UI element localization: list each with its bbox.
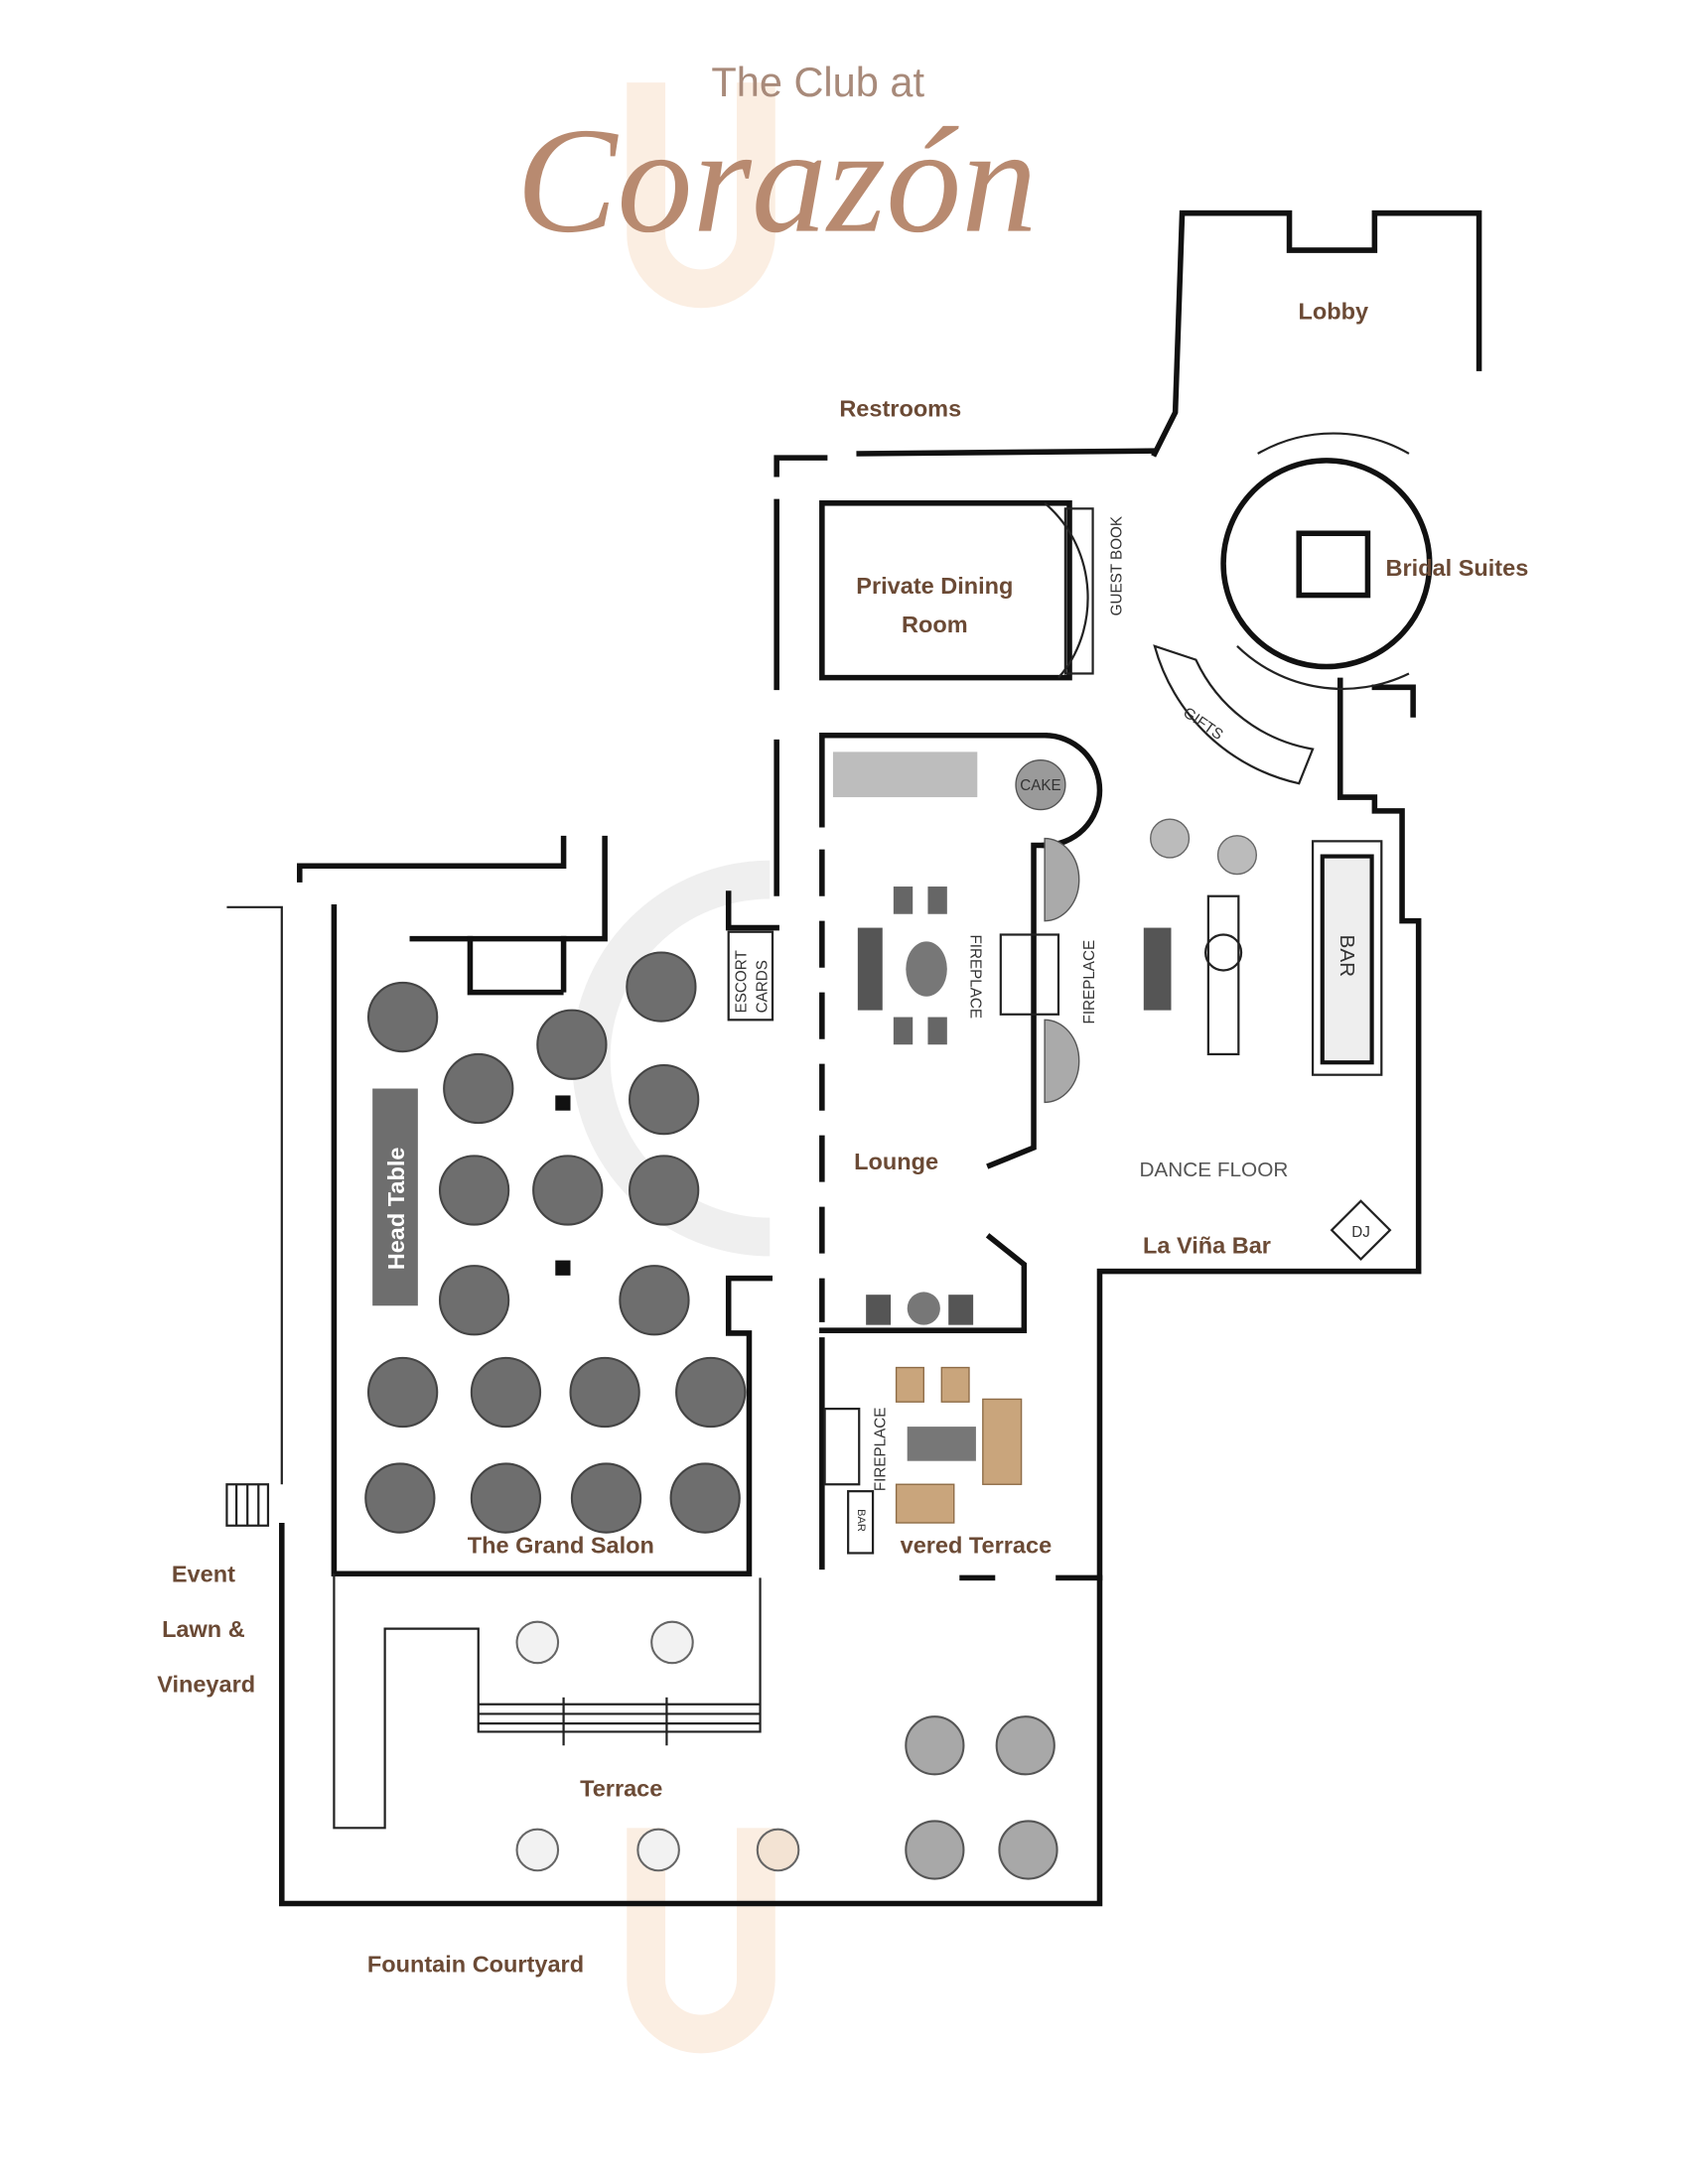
label-la-vina-bar: La Viña Bar <box>1143 1233 1271 1259</box>
logo: The Club at Corazón <box>516 59 1038 264</box>
bar-label: BAR <box>1336 934 1358 977</box>
label-event-lawn: Event <box>172 1562 235 1587</box>
escort-cards-label-2: CARDS <box>754 960 771 1013</box>
grand-salon-tables: Head Table <box>364 951 747 1534</box>
column <box>555 1095 571 1111</box>
label-fountain-courtyard: Fountain Courtyard <box>367 1952 584 1978</box>
escort-cards-label: ESCORT <box>734 950 751 1013</box>
label-private-dining: Private Dining <box>856 573 1013 599</box>
label-dance-floor: DANCE FLOOR <box>1139 1159 1288 1181</box>
sofa <box>1143 927 1172 1011</box>
dj-booth <box>1330 1199 1392 1262</box>
label-terrace: Terrace <box>580 1775 662 1801</box>
table <box>364 1462 436 1534</box>
table <box>515 1828 560 1872</box>
table <box>470 1462 542 1534</box>
table <box>570 1462 642 1534</box>
table <box>366 1356 439 1429</box>
fireplace-label: FIREPLACE <box>966 934 983 1019</box>
label-grand-salon: The Grand Salon <box>468 1532 654 1558</box>
table <box>756 1828 800 1872</box>
terrace-bar-label: BAR <box>855 1509 867 1532</box>
table <box>629 1063 700 1136</box>
head-table-label: Head Table <box>383 1148 409 1271</box>
column <box>555 1260 571 1276</box>
terrace-tables <box>515 1620 1058 1880</box>
cake-label: CAKE <box>1020 777 1060 794</box>
table <box>438 1155 510 1226</box>
table <box>629 1155 700 1226</box>
logo-title: Corazón <box>516 96 1038 264</box>
label-covered-terrace: vered Terrace <box>901 1532 1053 1558</box>
table <box>470 1356 542 1429</box>
sofa <box>857 927 883 1011</box>
label-restrooms: Restrooms <box>839 396 961 422</box>
table <box>366 981 439 1053</box>
escort-cards <box>727 930 774 1022</box>
fireplace <box>823 1407 861 1486</box>
table <box>998 1820 1058 1880</box>
table <box>626 951 697 1023</box>
cake-table <box>1015 758 1066 811</box>
table <box>669 1462 741 1534</box>
table <box>443 1052 514 1125</box>
room-labels: Lobby Restrooms Private Dining Room Brid… <box>157 298 1528 1977</box>
bar <box>1320 854 1374 1065</box>
fireplace-label: FIREPLACE <box>1081 940 1098 1024</box>
table <box>675 1356 747 1429</box>
table <box>532 1155 604 1226</box>
watermark-graphic <box>571 82 775 2054</box>
table <box>569 1356 640 1429</box>
table <box>536 1009 608 1080</box>
table <box>438 1265 510 1336</box>
table <box>650 1620 694 1665</box>
label-vineyard: Vineyard <box>157 1671 255 1697</box>
table <box>905 1715 965 1776</box>
table <box>515 1620 560 1665</box>
terrace-bar <box>847 1490 875 1555</box>
table <box>636 1828 680 1872</box>
label-event-lawn-2: Lawn & <box>162 1616 245 1642</box>
table <box>619 1265 690 1336</box>
guest-book-label: GUEST BOOK <box>1109 516 1126 615</box>
fireplace-label: FIREPLACE <box>873 1408 890 1492</box>
gifts-label: GIFTS <box>1180 704 1225 744</box>
table <box>905 1820 965 1880</box>
label-bridal-suites: Bridal Suites <box>1386 555 1529 581</box>
label-lobby: Lobby <box>1299 298 1369 324</box>
lounge-table <box>906 941 947 997</box>
label-private-dining-room: Room <box>902 612 968 637</box>
head-table <box>372 1088 418 1306</box>
logo-subtitle: The Club at <box>711 59 924 105</box>
furniture: CAKE FIREPLACE FIREPLACE BAR DJ GIFTS GU… <box>727 516 1392 1555</box>
redacted-box <box>832 751 978 798</box>
label-lounge: Lounge <box>854 1149 938 1174</box>
table <box>995 1715 1055 1776</box>
dj-label: DJ <box>1351 1224 1370 1241</box>
walls <box>225 209 1482 1907</box>
fireplace <box>999 933 1060 1016</box>
